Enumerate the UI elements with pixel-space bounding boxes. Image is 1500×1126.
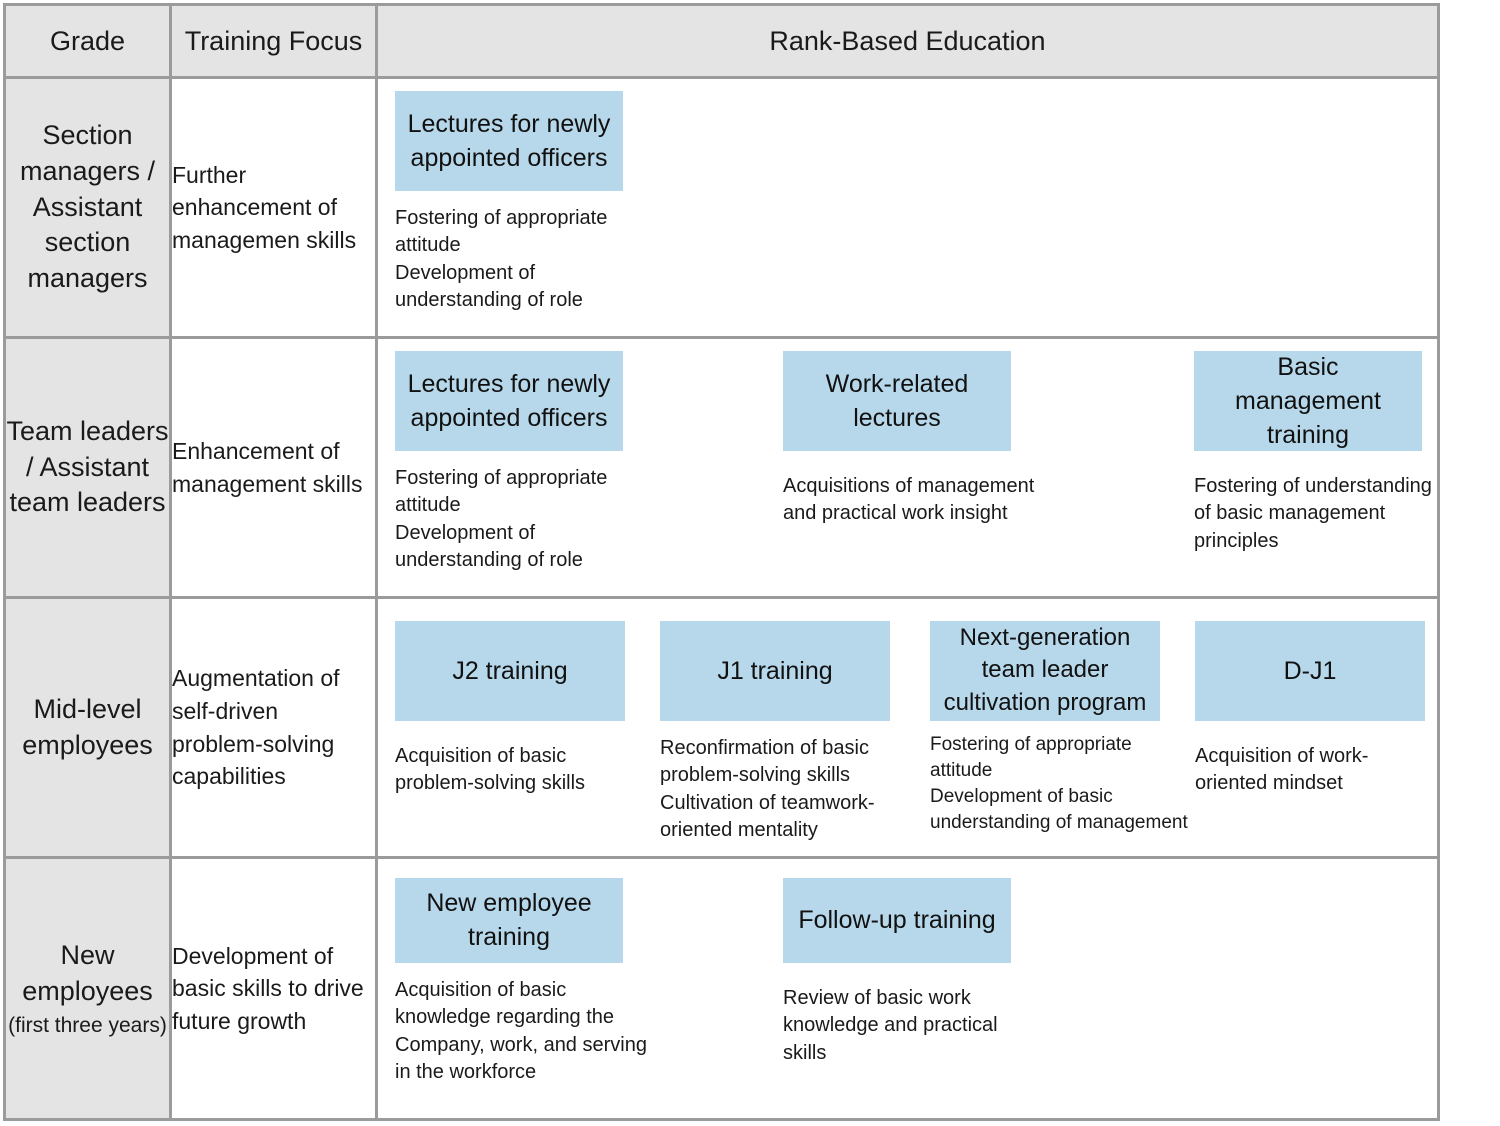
rank-based-education-table: Grade Training Focus Rank-Based Educatio… [3, 3, 1440, 1121]
training-focus-new-employees: Development of basic skills to drive fut… [169, 856, 378, 1121]
grade-label-note: (first three years) [8, 1013, 167, 1037]
program-item: Next-generation team leader cultivation … [930, 620, 1188, 837]
program-caption: Acquisition of work-oriented mindset [1195, 744, 1369, 795]
program-caption: Acquisitions of management and practical… [783, 474, 1035, 525]
program-caption: Fostering of appropriate attitude Develo… [395, 206, 608, 312]
education-cell-new-employees: New employee training Acquisition of bas… [375, 856, 1440, 1121]
program-caption: Fostering of appropriate attitude Develo… [930, 733, 1188, 834]
education-cell-team-leaders: Lectures for newly appointed officers Fo… [375, 336, 1440, 599]
program-chip-lectures-newly-appointed-officers[interactable]: Lectures for newly appointed officers [395, 90, 623, 191]
program-chip-work-related-lectures[interactable]: Work-related lectures [783, 350, 1011, 451]
education-cell-mid-level-employees: J2 training Acquisition of basic problem… [375, 596, 1440, 859]
training-focus-section-managers: Further enhancement of managemen skills [169, 76, 378, 339]
program-chip-d-j1[interactable]: D-J1 [1195, 620, 1425, 721]
grade-label-new-employees: New employees (first three years) [3, 856, 172, 1121]
program-caption: Fostering of appropriate attitude Develo… [395, 466, 608, 572]
education-cell-section-managers: Lectures for newly appointed officers Fo… [375, 76, 1440, 339]
program-caption: Reconfirmation of basic problem-solving … [660, 736, 875, 842]
program-item: J1 training Reconfirmation of basic prob… [660, 620, 890, 845]
table-row: Team leaders / Assistant team leaders En… [3, 336, 1440, 599]
program-item: Lectures for newly appointed officers Fo… [395, 90, 623, 315]
program-item: J2 training Acquisition of basic problem… [395, 620, 625, 798]
table-header-row: Grade Training Focus Rank-Based Educatio… [3, 3, 1440, 79]
program-chip-follow-up-training[interactable]: Follow-up training [783, 877, 1011, 963]
program-item: Work-related lectures Acquisitions of ma… [783, 350, 1034, 528]
program-chip-new-employee-training[interactable]: New employee training [395, 877, 623, 963]
program-chip-next-generation-team-leader-cultivation-program[interactable]: Next-generation team leader cultivation … [930, 620, 1160, 721]
program-item: D-J1 Acquisition of work-oriented mindse… [1195, 620, 1425, 798]
grade-label-main: New employees [22, 939, 153, 1006]
grade-label-mid-level-employees: Mid-level employees [3, 596, 172, 859]
training-focus-mid-level-employees: Augmentation of self-driven problem-solv… [169, 596, 378, 859]
program-chip-j2-training[interactable]: J2 training [395, 620, 625, 721]
program-chip-lectures-newly-appointed-officers[interactable]: Lectures for newly appointed officers [395, 350, 623, 451]
program-caption: Review of basic work knowledge and pract… [783, 986, 998, 1064]
training-focus-team-leaders: Enhancement of management skills [169, 336, 378, 599]
column-header-grade: Grade [3, 3, 172, 79]
table-row: Section managers / Assistant section man… [3, 76, 1440, 339]
program-chip-basic-management-training[interactable]: Basic management training [1194, 350, 1422, 451]
program-item: Follow-up training Review of basic work … [783, 877, 1011, 1068]
program-caption: Acquisition of basic knowledge regarding… [395, 978, 647, 1084]
table-row: New employees (first three years) Develo… [3, 856, 1440, 1121]
program-item: New employee training Acquisition of bas… [395, 877, 647, 1087]
table-row: Mid-level employees Augmentation of self… [3, 596, 1440, 859]
column-header-training-focus: Training Focus [169, 3, 378, 79]
program-item: Lectures for newly appointed officers Fo… [395, 350, 623, 575]
program-caption: Acquisition of basic problem-solving ski… [395, 744, 586, 795]
program-caption: Fostering of understanding of basic mana… [1194, 474, 1432, 552]
program-item: Basic management training Fostering of u… [1194, 350, 1432, 556]
grade-label-team-leaders: Team leaders / Assistant team leaders [3, 336, 172, 599]
column-header-rank-based-education: Rank-Based Education [375, 3, 1440, 79]
program-chip-j1-training[interactable]: J1 training [660, 620, 890, 721]
grade-label-section-managers: Section managers / Assistant section man… [3, 76, 172, 339]
